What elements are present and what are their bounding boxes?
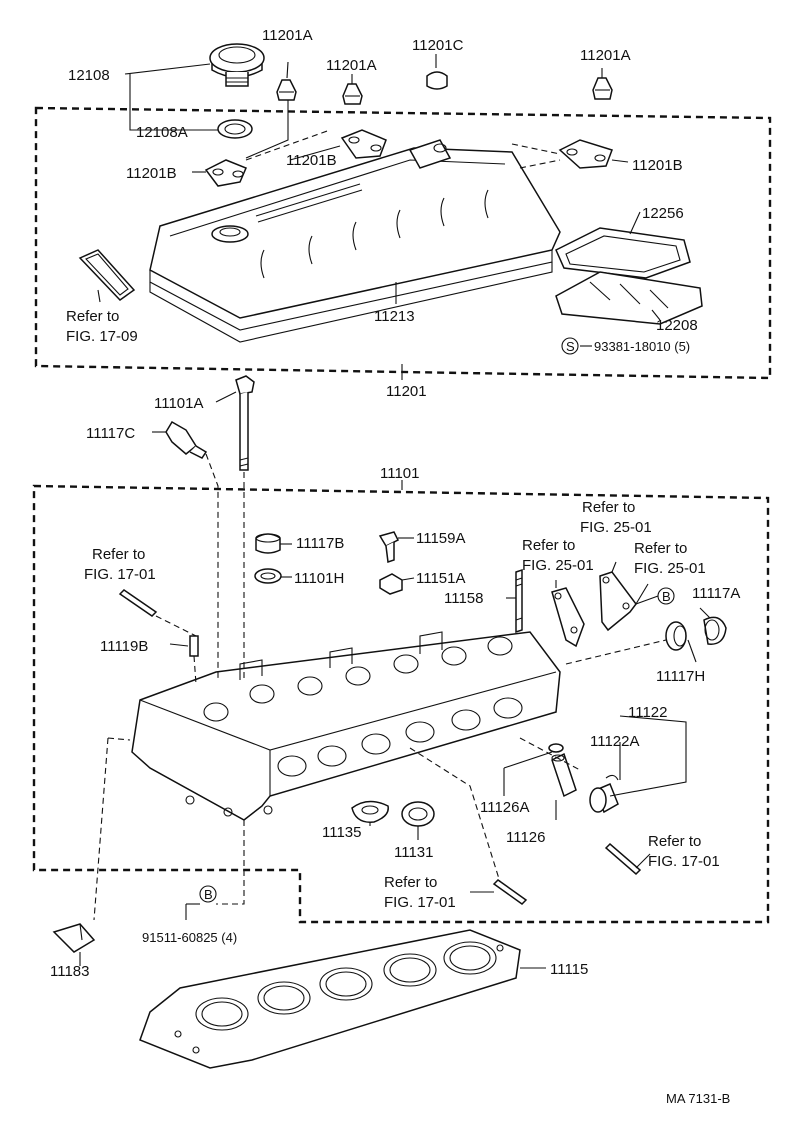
valve-lifter-11126 (548, 743, 577, 798)
seal-ring-11117h (665, 621, 687, 651)
label-11122a: 11122A (590, 733, 640, 750)
label-circle-s: S (566, 339, 575, 354)
label-11117b: 11117B (296, 535, 344, 552)
label-circle-b-bottom: B (204, 887, 213, 902)
cylinder-head-cover (149, 139, 561, 343)
label-12108: 12108 (68, 67, 110, 84)
label-11159a: 11159A (416, 530, 466, 547)
label-93381: 93381-18010 (5) (594, 339, 690, 354)
label-circle-b-right: B (662, 589, 671, 604)
sensor-11117c (165, 420, 208, 459)
label-refer-1701b-line2: FIG. 17-01 (648, 853, 720, 870)
label-91511: 91511-60825 (4) (142, 930, 237, 945)
label-refer-2501a-line2: FIG. 25-01 (580, 519, 652, 536)
label-refer-1701b-line1: Refer to (648, 833, 701, 850)
label-11201a-3: 11201A (580, 47, 631, 64)
label-refer-2501a-line1: Refer to (582, 499, 635, 516)
upper-leader-lines (97, 54, 661, 380)
label-11101: 11101 (380, 465, 420, 482)
label-11126a: 11126A (480, 799, 530, 816)
plug-11183 (52, 923, 96, 953)
stud-left-17-01 (118, 589, 158, 617)
seal-washer-left (204, 159, 247, 187)
cap-nut-1 (276, 79, 297, 101)
valve-part-11122 (589, 774, 619, 814)
label-refer-2501c-line1: Refer to (634, 540, 687, 557)
label-11201a-2: 11201A (326, 57, 377, 74)
label-refer-1701a-line2: FIG. 17-01 (84, 566, 156, 583)
seal-washer-right (558, 139, 613, 169)
stud-right-17-01 (604, 842, 642, 876)
stud-bottom-17-01 (492, 879, 528, 905)
label-11117c: 11117C (86, 425, 135, 442)
gasket-11135 (351, 800, 389, 823)
head-bolt (235, 375, 255, 471)
bolt-11159a (378, 531, 400, 564)
label-11158: 11158 (444, 590, 484, 607)
label-11201b-1: 11201B (126, 165, 177, 182)
head-group-frame (32, 484, 770, 924)
plug-11117b (255, 533, 281, 554)
lower-leader-lines (79, 391, 711, 969)
filler-cap-gasket (217, 119, 253, 139)
label-11122: 11122 (628, 704, 668, 721)
label-11201b-2: 11201B (286, 152, 337, 169)
label-11201a-1: 11201A (262, 27, 313, 44)
label-11151a: 11151A (416, 570, 466, 587)
label-11135: 11135 (322, 824, 362, 841)
label-12256: 12256 (642, 205, 684, 222)
diagram-code: MA 7131-B (666, 1091, 730, 1106)
symbol-s-circle (561, 337, 579, 355)
nut-11151a (379, 573, 403, 595)
label-11119b: 11119B (100, 638, 148, 655)
label-11126: 11126 (506, 829, 546, 846)
plug-11117a (703, 616, 727, 645)
label-refer-2501b-line1: Refer to (522, 537, 575, 554)
label-12108a: 12108A (136, 124, 188, 141)
label-11117h: 11117H (656, 668, 705, 685)
label-11183: 11183 (50, 963, 90, 980)
cover-group-frame (34, 106, 772, 380)
label-refer-2501b-line2: FIG. 25-01 (522, 557, 594, 574)
label-11131: 11131 (394, 844, 434, 861)
label-11101h: 11101H (294, 570, 344, 587)
bracket-left-25-01 (551, 587, 585, 648)
label-11201b-3: 11201B (632, 157, 683, 174)
label-refer-1701c-line2: FIG. 17-01 (384, 894, 456, 911)
cover-gasket-12256 (555, 227, 691, 279)
label-refer-1701a-line1: Refer to (92, 546, 145, 563)
plug-11201c (426, 71, 448, 90)
label-refer-2501c-line2: FIG. 25-01 (634, 560, 706, 577)
label-refer-1709-line2: FIG. 17-09 (66, 328, 138, 345)
label-11115: 11115 (550, 961, 588, 978)
oil-filler-cap (209, 43, 265, 87)
baffle-plate-12208 (555, 271, 703, 325)
label-11101a: 11101A (154, 395, 204, 412)
label-11117a: 11117A (692, 585, 740, 602)
label-11213: 11213 (374, 308, 415, 325)
head-gasket-11115 (139, 929, 521, 1069)
gasket-11101h (254, 568, 282, 584)
stud-11158 (515, 568, 523, 634)
small-gasket-left (78, 249, 136, 301)
label-12208: 12208 (656, 317, 698, 334)
label-11201c: 11201C (412, 37, 464, 54)
label-refer-1709-line1: Refer to (66, 308, 119, 325)
cap-nut-2 (342, 83, 363, 105)
label-refer-1701c-line1: Refer to (384, 874, 437, 891)
cap-nut-3 (592, 77, 613, 100)
seal-washer-middle (340, 129, 387, 159)
label-11201: 11201 (386, 383, 427, 400)
symbol-b-circle-bottom (199, 885, 217, 903)
